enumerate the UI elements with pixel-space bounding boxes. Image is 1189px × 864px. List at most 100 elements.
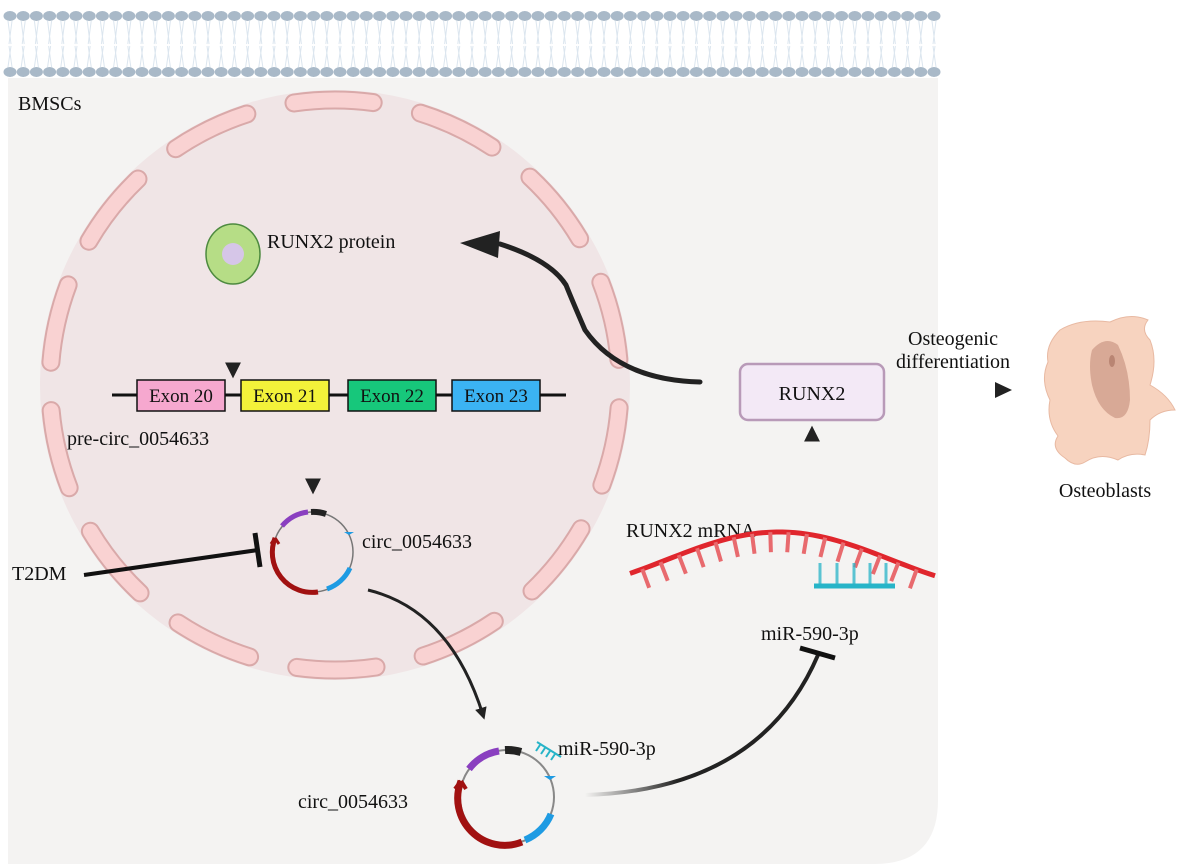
membrane-tail	[720, 20, 726, 68]
membrane-head	[267, 11, 281, 21]
membrane-head	[359, 11, 373, 21]
arrow-runx2-to-protein	[497, 241, 703, 385]
membrane-head	[241, 11, 255, 21]
envelope-segment	[412, 105, 500, 155]
membrane-head	[16, 67, 30, 77]
membrane-head	[373, 67, 387, 77]
exon-label: Exon 22	[360, 386, 424, 407]
mrna-base	[768, 532, 773, 553]
membrane-head	[650, 67, 664, 77]
mrna-strand	[629, 529, 936, 579]
mrna-base	[731, 536, 740, 558]
membrane-head	[43, 67, 57, 77]
membrane-head	[56, 11, 70, 21]
membrane-tail	[377, 20, 383, 68]
mirna-label: miR-590-3p	[761, 623, 859, 645]
mrna-base	[908, 568, 919, 589]
envelope-segment	[289, 659, 384, 678]
membrane-tail	[429, 20, 435, 68]
mrna-base	[785, 532, 791, 553]
membrane-head	[399, 67, 413, 77]
membrane-head	[95, 11, 109, 21]
membrane-head	[769, 67, 783, 77]
mrna-base	[818, 537, 828, 558]
membrane-tail	[733, 20, 739, 68]
membrane-tail	[535, 20, 541, 68]
membrane-head	[373, 11, 387, 21]
membrane-head	[214, 11, 228, 21]
membrane-tail	[284, 20, 290, 68]
membrane-tail	[891, 20, 897, 68]
membrane-head	[214, 67, 228, 77]
mrna-base	[695, 547, 706, 568]
membrane-tail	[878, 20, 884, 68]
membrane-tail	[905, 20, 911, 68]
membrane-tail	[297, 20, 303, 68]
membrane-head	[861, 67, 875, 77]
membrane-tail	[205, 20, 211, 68]
membrane-head	[307, 67, 321, 77]
membrane-head	[835, 11, 849, 21]
membrane-head	[386, 11, 400, 21]
t2dm-inhibition-line	[83, 548, 259, 577]
membrane-tail	[390, 20, 396, 68]
membrane-head	[122, 67, 136, 77]
membrane-tail	[839, 20, 845, 68]
membrane-head	[610, 11, 624, 21]
runx2-box-label: RUNX2	[779, 383, 846, 405]
membrane-tail	[179, 20, 185, 68]
exon-box	[240, 379, 330, 412]
mrna-base	[871, 554, 882, 575]
membrane-tail	[561, 20, 567, 68]
membrane-tail	[495, 20, 501, 68]
membrane-tail	[7, 20, 13, 68]
membrane-tail	[641, 20, 647, 68]
membrane-tail	[47, 20, 53, 68]
membrane-tail	[165, 20, 171, 68]
membrane-tail	[271, 20, 277, 68]
membrane-head	[755, 67, 769, 77]
membrane-tail	[746, 20, 752, 68]
membrane-head	[742, 11, 756, 21]
membrane-head	[346, 67, 360, 77]
membrane-head	[795, 67, 809, 77]
membrane-head	[703, 67, 717, 77]
membrane-head	[307, 11, 321, 21]
membrane-head	[637, 67, 651, 77]
mrna-base	[889, 561, 901, 582]
membrane-tail	[482, 20, 488, 68]
envelope-segment	[522, 169, 588, 247]
membrane-head	[175, 11, 189, 21]
membrane-tail	[86, 20, 92, 68]
membrane-tail	[99, 20, 105, 68]
runx2-protein-label: RUNX2 protein	[267, 231, 395, 253]
envelope-segment	[170, 615, 258, 665]
membrane-head	[280, 67, 294, 77]
mrna-base	[853, 547, 864, 569]
membrane-head	[227, 11, 241, 21]
membrane-head	[320, 11, 334, 21]
membrane-head	[861, 11, 875, 21]
membrane-head	[531, 67, 545, 77]
membrane-head	[386, 67, 400, 77]
membrane-head	[901, 11, 915, 21]
membrane-head	[254, 11, 268, 21]
membrane-head	[109, 11, 123, 21]
membrane-head	[399, 11, 413, 21]
membrane-head	[29, 67, 43, 77]
gene-label: pre-circ_0054633	[67, 428, 209, 450]
membrane-tail	[773, 20, 779, 68]
membrane-tail	[20, 20, 26, 68]
membrane-head	[571, 11, 585, 21]
nuclear-envelope	[41, 90, 629, 680]
membrane-head	[333, 67, 347, 77]
membrane-head	[676, 67, 690, 77]
membrane-tail	[865, 20, 871, 68]
membrane-head	[359, 67, 373, 77]
membrane-tail	[575, 20, 581, 68]
membrane-head	[293, 67, 307, 77]
circrna-cytoplasm-icon	[453, 741, 562, 849]
membrane-tail	[337, 20, 343, 68]
membrane-head	[795, 11, 809, 21]
membrane-head	[584, 11, 598, 21]
